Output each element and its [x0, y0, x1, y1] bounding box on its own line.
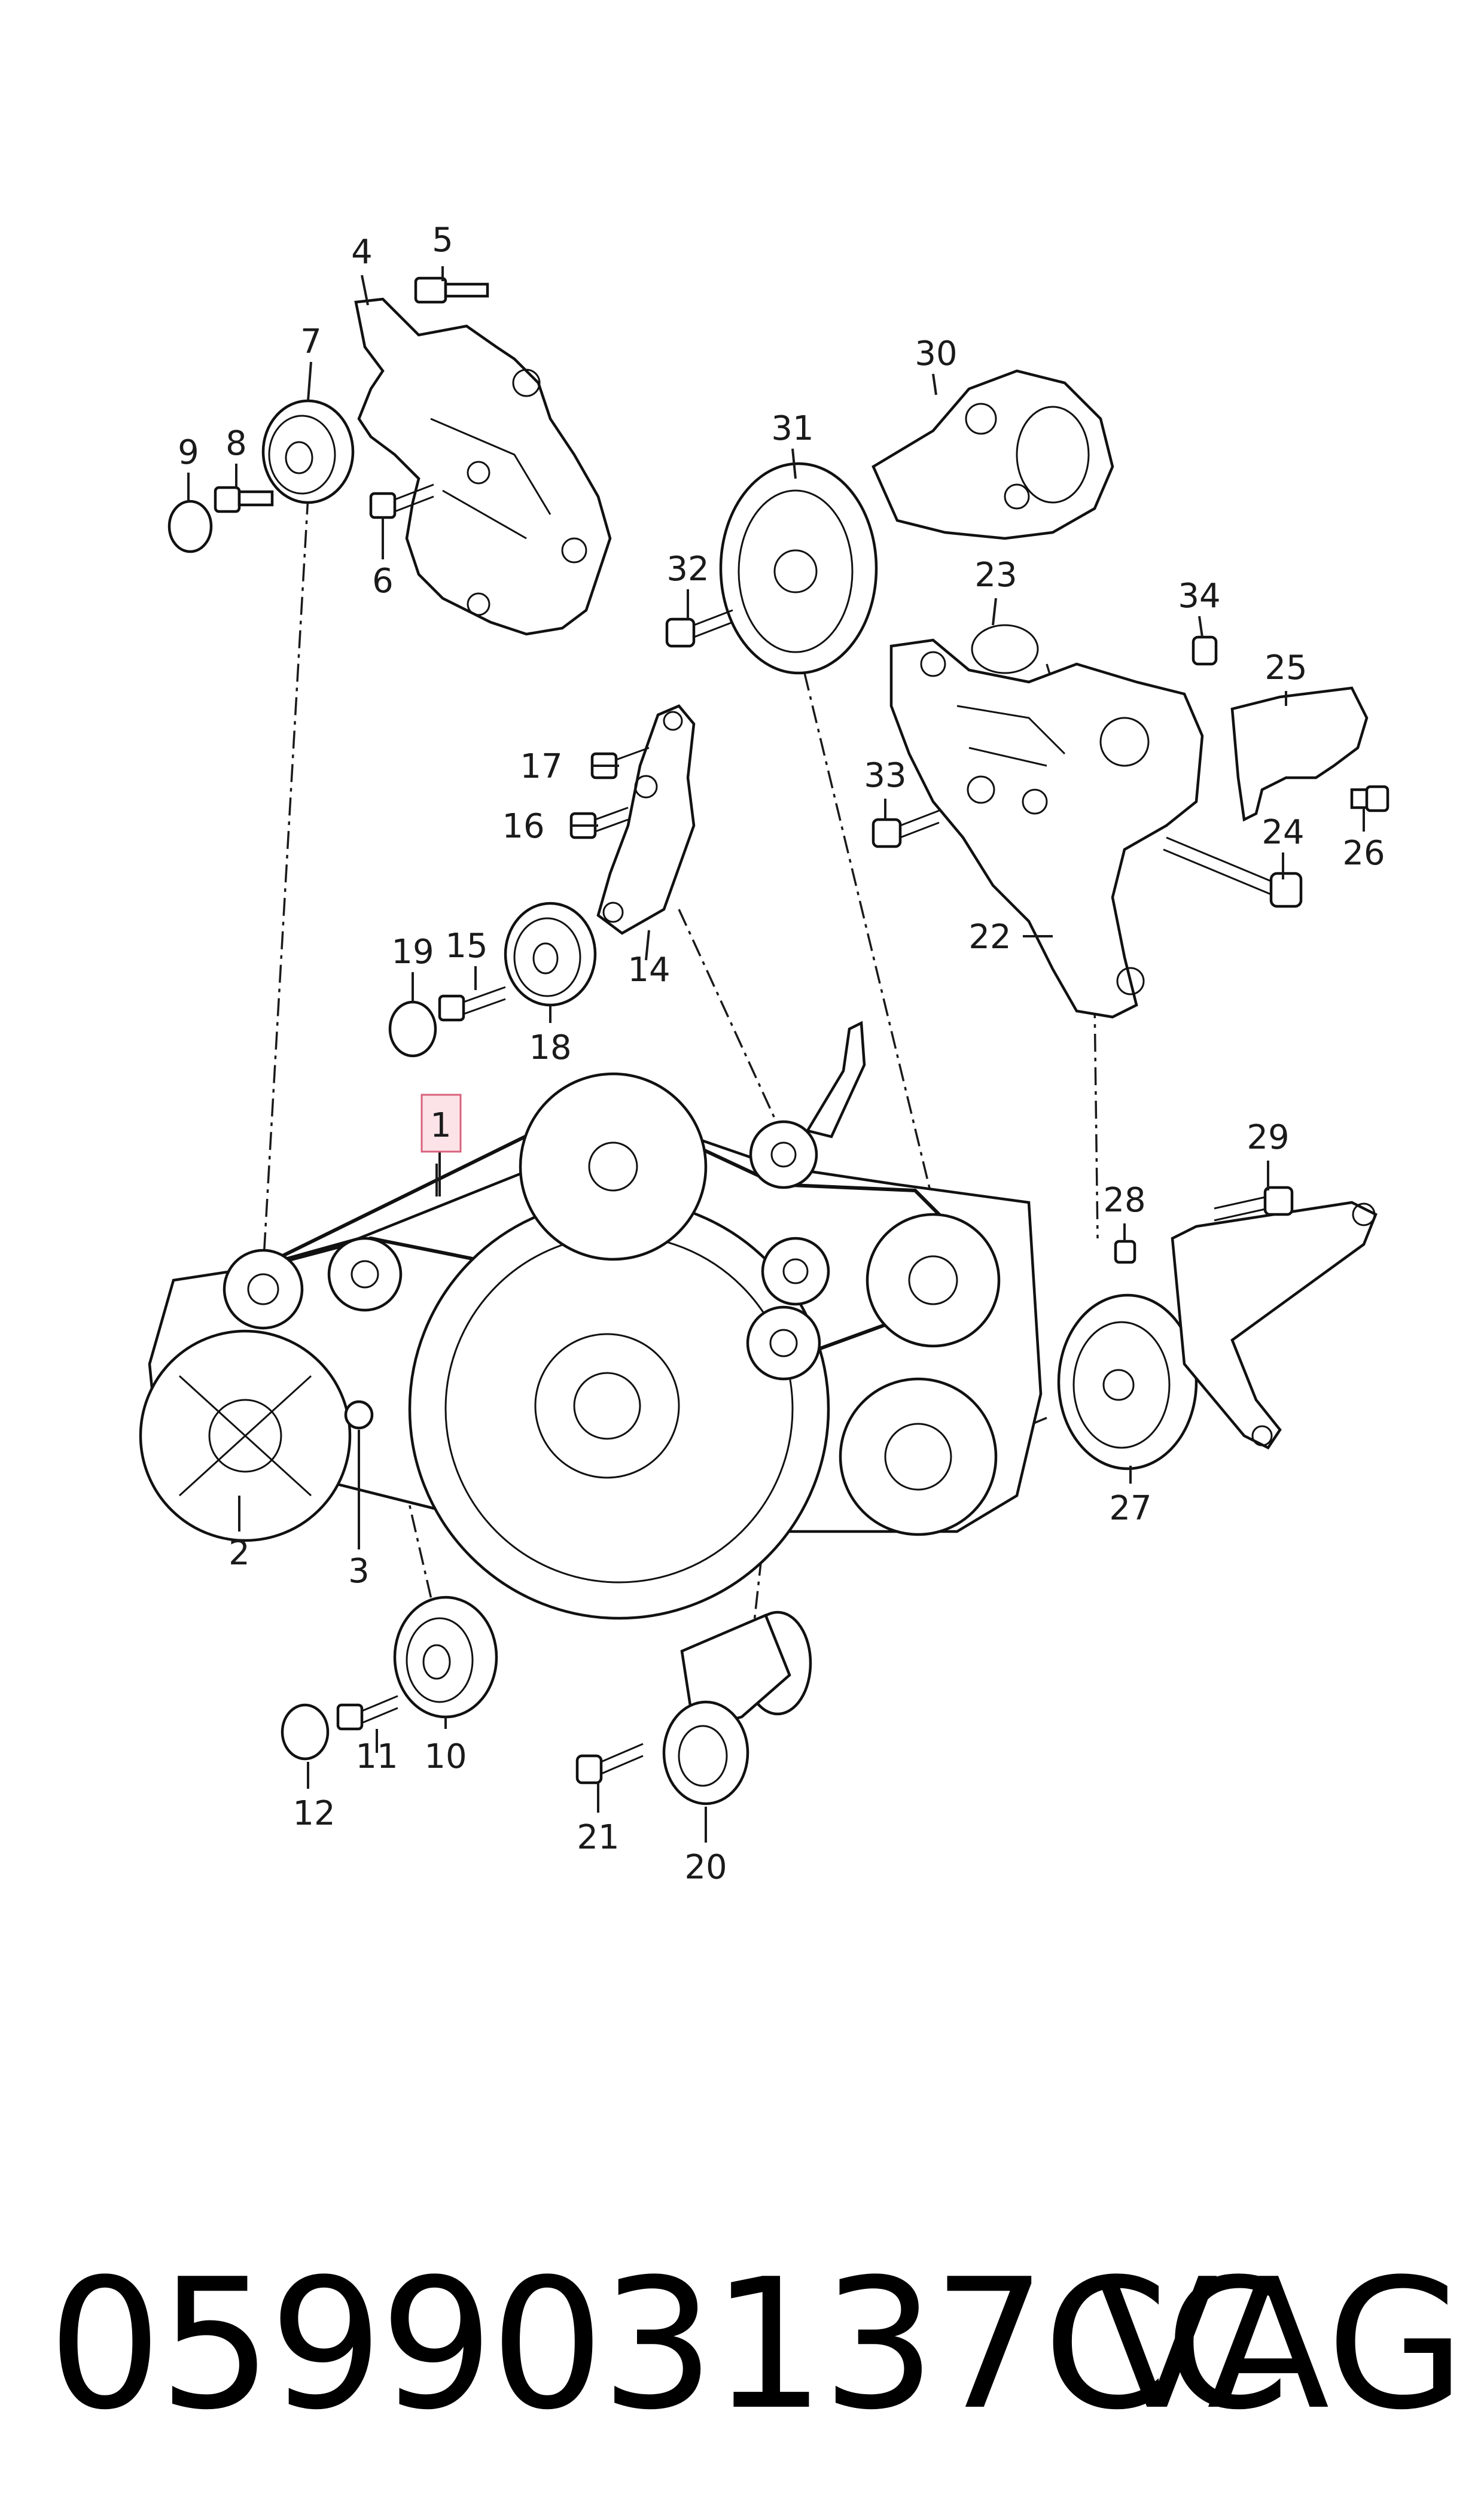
callout-2: 2	[228, 1534, 250, 1573]
bolt-11	[336, 1695, 398, 1731]
callout-27: 27	[1109, 1489, 1151, 1528]
idler-pulley-upper	[327, 1237, 403, 1312]
callout-16: 16	[502, 807, 544, 846]
bolt-29	[1214, 1186, 1294, 1222]
alternator	[139, 1329, 352, 1542]
water-pump-pulley	[866, 1213, 1001, 1348]
idler-pulley-18	[504, 902, 597, 1007]
alternator-pulley	[223, 1249, 304, 1330]
callout-11: 11	[355, 1737, 398, 1776]
tensioner-on-engine	[749, 1021, 866, 1189]
callout-32: 32	[666, 550, 709, 589]
bolt-26	[1350, 785, 1389, 812]
callout-leaders	[187, 266, 1365, 1843]
idler-pulley-7	[261, 399, 355, 504]
callout-9: 9	[178, 433, 199, 472]
harmonic-pulley-top	[519, 1072, 708, 1261]
callout-8: 8	[226, 424, 247, 463]
brand-name: VAG	[1095, 2240, 1465, 2449]
callout-17: 17	[520, 747, 562, 786]
sleeve-28	[1114, 1240, 1136, 1264]
callout-6: 6	[372, 562, 394, 601]
callout-21: 21	[577, 1818, 619, 1857]
bracket-25	[1230, 686, 1369, 822]
belt-drive-exploded-diagram: 1 2 3 4 5 6 7 8 9 10 11 12 14 15 16 17 1…	[139, 221, 1389, 1887]
callout-28: 28	[1103, 1181, 1145, 1220]
bolt-3	[344, 1400, 374, 1430]
callout-20: 20	[684, 1848, 727, 1887]
callout-5: 5	[432, 221, 453, 260]
part-number: 059903137CC	[48, 2240, 1290, 2449]
callout-23: 23	[974, 556, 1017, 595]
callout-3: 3	[348, 1552, 370, 1591]
tensioner-bracket	[596, 704, 696, 935]
callout-22: 22	[968, 918, 1011, 957]
pulley-bracket-right	[1171, 1201, 1378, 1450]
bolt-15	[438, 986, 506, 1022]
callout-26: 26	[1342, 834, 1385, 873]
callout-labels: 1 2 3 4 5 6 7 8 9 10 11 12 14 15 16 17 1…	[178, 221, 1385, 1887]
callout-30: 30	[915, 334, 957, 373]
callout-12: 12	[292, 1794, 335, 1833]
callout-1: 1	[430, 1106, 452, 1145]
bolt-5	[414, 276, 489, 304]
cap-9	[167, 500, 213, 553]
callout-24: 24	[1261, 813, 1304, 852]
callout-10: 10	[424, 1737, 467, 1776]
water-pump-housing	[889, 638, 1204, 1019]
callout-34: 34	[1178, 577, 1220, 616]
bolt-24	[1163, 836, 1303, 908]
tensioner-assembly-20	[662, 1610, 812, 1805]
callout-25: 25	[1264, 648, 1307, 687]
callout-33: 33	[864, 756, 906, 795]
callout-19: 19	[391, 933, 434, 972]
cap-19	[388, 1000, 437, 1058]
cap-12	[281, 1703, 330, 1761]
gasket-23	[971, 624, 1039, 674]
power-steering-pump	[871, 369, 1114, 540]
callout-29: 29	[1247, 1118, 1289, 1157]
bolt-33	[871, 809, 940, 848]
bolt-32	[665, 609, 733, 648]
footer: 059903137CC VAG	[24, 2225, 1471, 2465]
callout-31: 31	[771, 409, 813, 448]
idler-pulley-middle	[746, 1237, 830, 1381]
ac-compressor	[839, 1377, 998, 1536]
callout-4: 4	[351, 233, 373, 272]
sleeve-34	[1192, 635, 1218, 666]
bolt-16	[569, 806, 629, 839]
mounting-bracket	[354, 297, 612, 636]
idler-pulley-10	[393, 1596, 498, 1719]
callout-7: 7	[300, 322, 322, 361]
callout-14: 14	[627, 951, 670, 989]
bolt-8	[214, 486, 274, 513]
pump-pulley-31	[719, 462, 878, 675]
idler-pulley-27	[1057, 1293, 1198, 1470]
callout-1-highlight	[420, 1094, 462, 1153]
callout-18: 18	[529, 1028, 571, 1067]
callout-15: 15	[445, 927, 487, 966]
bolt-21	[575, 1743, 644, 1785]
